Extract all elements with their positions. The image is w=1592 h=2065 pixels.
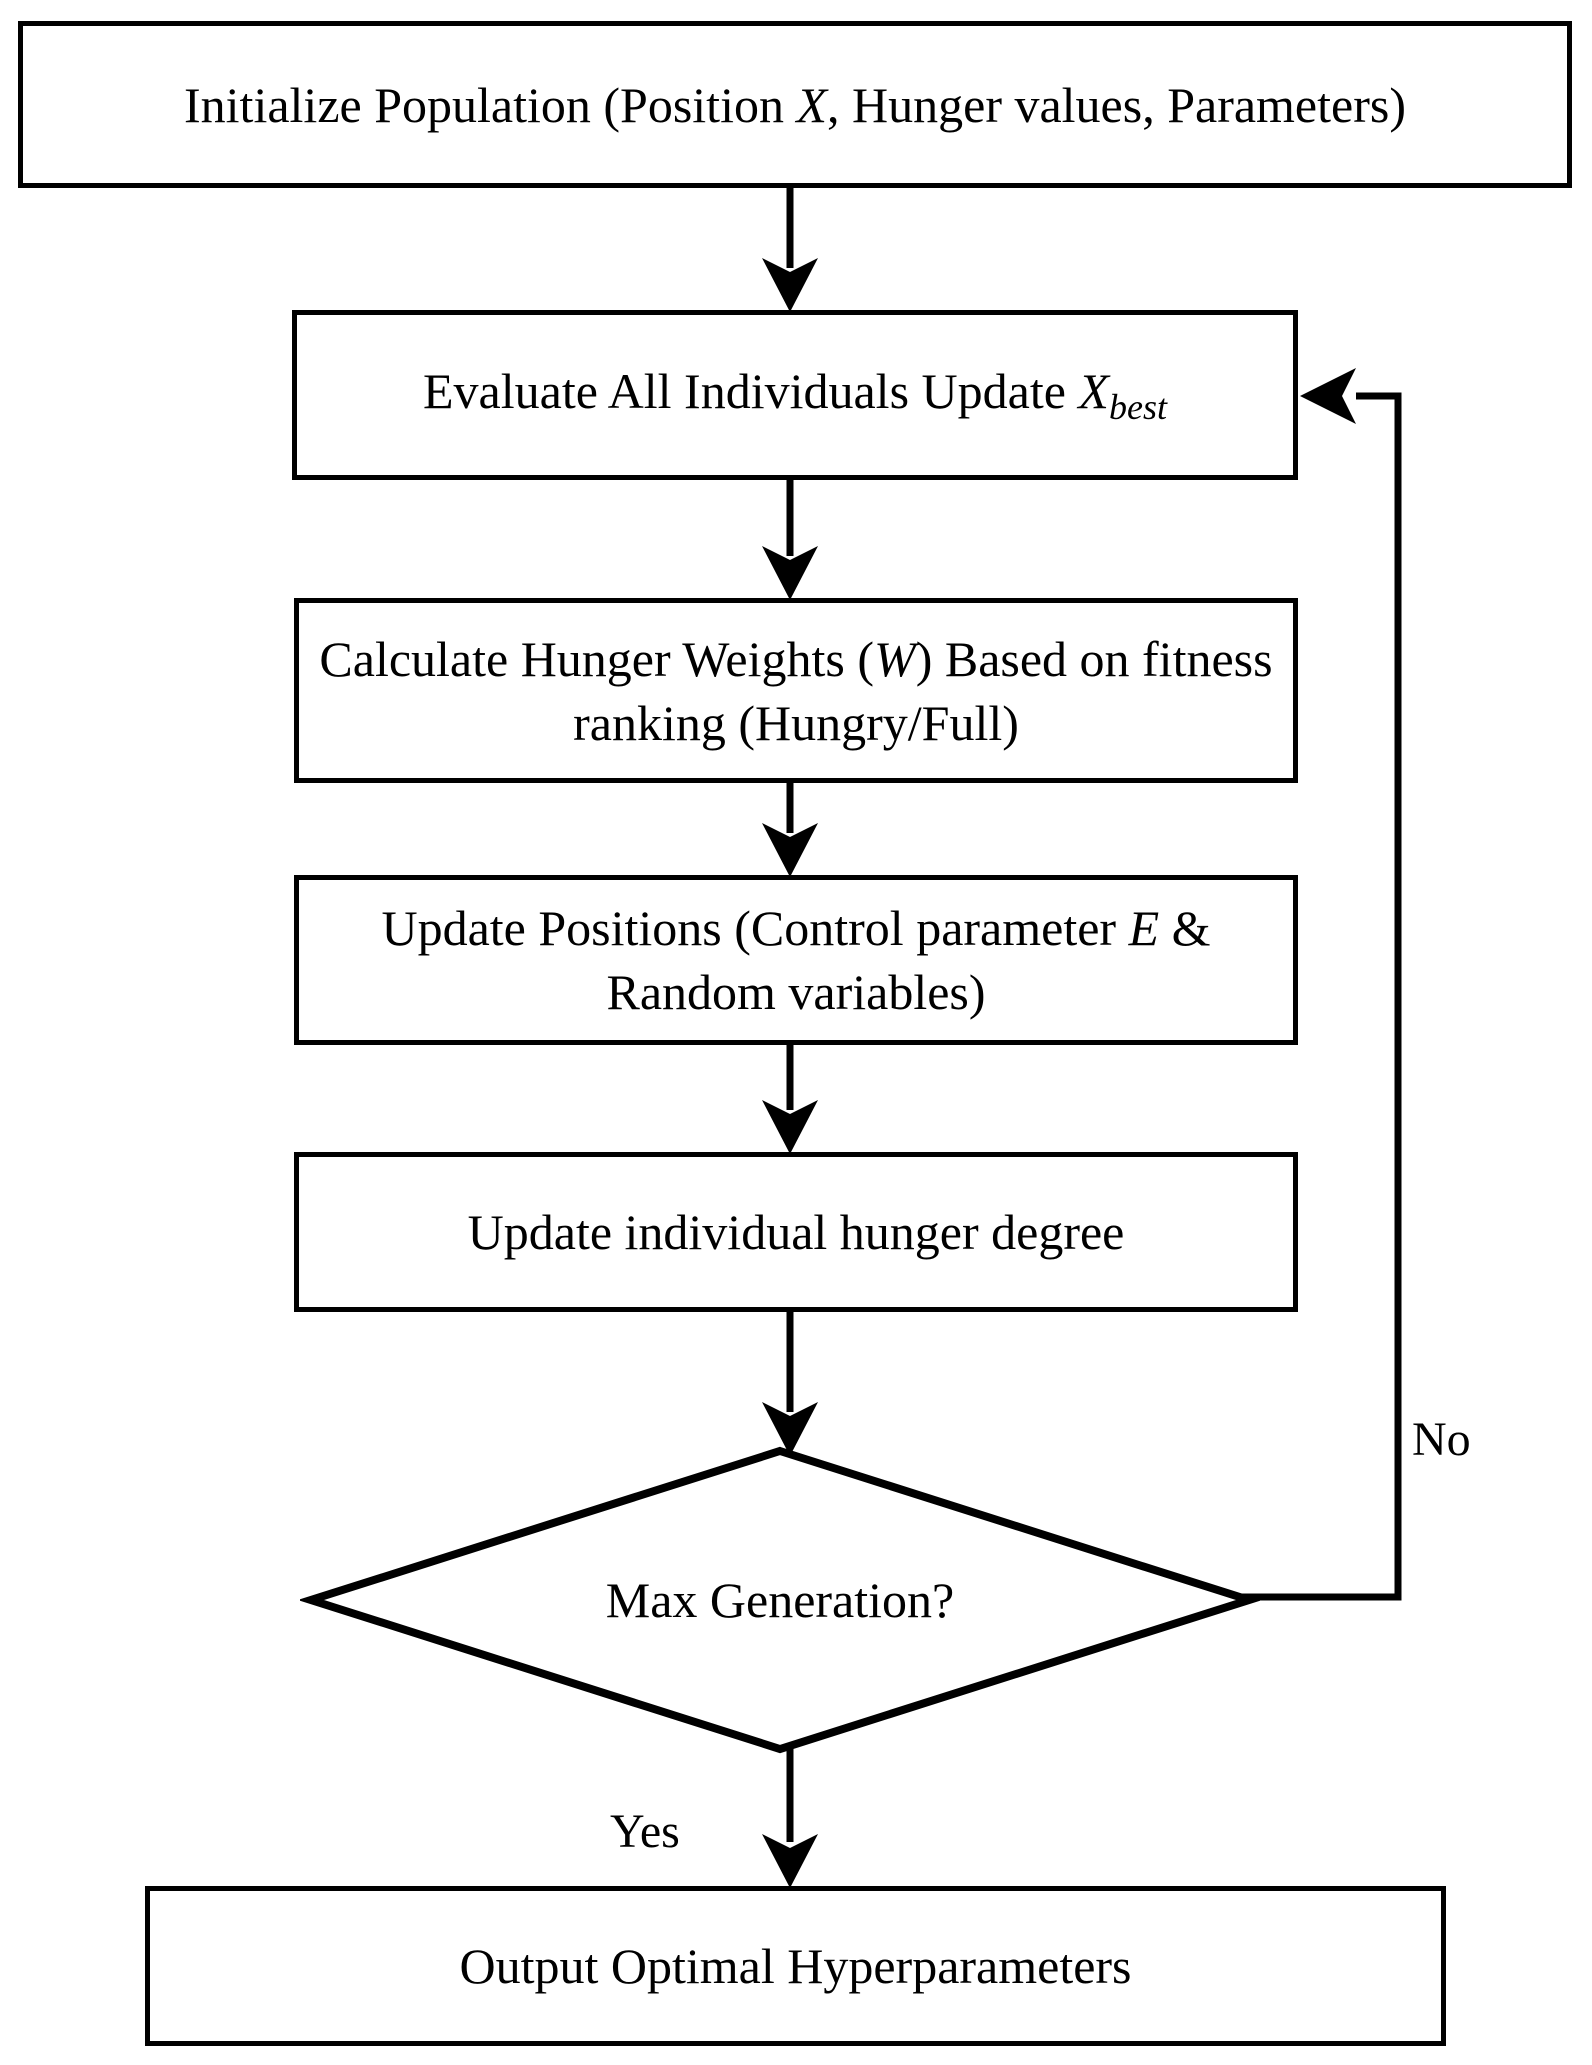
edge-evaluate-to-weights	[762, 480, 818, 600]
edge-decision-yes-to-output	[762, 1738, 818, 1888]
node-update-positions-label: Update Positions (Control parameter E & …	[381, 900, 1211, 1020]
edge-hunger-to-decision	[762, 1312, 818, 1456]
node-output-optimal-hyperparameters[interactable]: Output Optimal Hyperparameters	[145, 1886, 1446, 2046]
edge-weights-to-positions	[762, 783, 818, 877]
node-initialize-population-label: Initialize Population (Position X, Hunge…	[184, 76, 1406, 133]
node-calculate-hunger-weights-label: Calculate Hunger Weights (W) Based on fi…	[319, 630, 1273, 751]
node-max-generation-decision[interactable]: Max Generation?	[300, 1440, 1260, 1760]
node-evaluate-individuals[interactable]: Evaluate All Individuals Update Xbest	[292, 310, 1298, 480]
node-evaluate-individuals-label: Evaluate All Individuals Update Xbest	[423, 363, 1167, 428]
node-initialize-population[interactable]: Initialize Population (Position X, Hunge…	[18, 21, 1572, 188]
decision-diamond-shape	[300, 1446, 1260, 1754]
edge-init-to-evaluate	[762, 188, 818, 312]
node-output-optimal-hyperparameters-label: Output Optimal Hyperparameters	[459, 1938, 1132, 1994]
node-update-hunger-degree[interactable]: Update individual hunger degree	[294, 1152, 1298, 1312]
node-update-positions[interactable]: Update Positions (Control parameter E & …	[294, 875, 1298, 1045]
edge-label-no: No	[1412, 1413, 1471, 1466]
edge-label-yes: Yes	[610, 1805, 680, 1858]
node-calculate-hunger-weights[interactable]: Calculate Hunger Weights (W) Based on fi…	[294, 598, 1298, 783]
edge-positions-to-hunger	[762, 1045, 818, 1154]
node-update-hunger-degree-label: Update individual hunger degree	[467, 1204, 1125, 1260]
